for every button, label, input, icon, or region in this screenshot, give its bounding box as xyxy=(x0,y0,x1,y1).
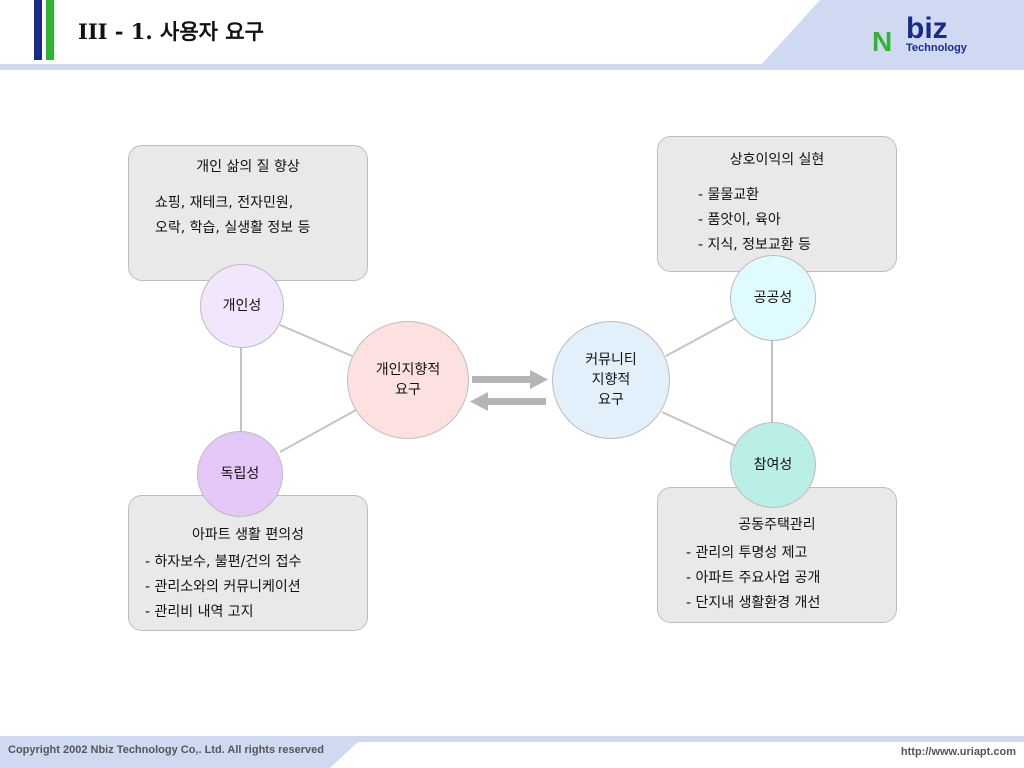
logo-n: N xyxy=(872,26,893,57)
box-housing-management-line: - 관리의 투명성 제고 xyxy=(686,545,808,561)
node-participation: 참여성 xyxy=(730,422,816,508)
node-participation-label: 참여성 xyxy=(753,457,793,473)
arrow-left-icon xyxy=(470,392,546,411)
header-accent-bar-green xyxy=(46,0,54,60)
box-personal-life-line: 쇼핑, 재테크, 전자민원, xyxy=(155,195,294,211)
nbiz-logo: N biz Technology xyxy=(872,12,982,60)
box-housing-management-title: 공동주택관리 xyxy=(738,517,816,533)
logo-biz: biz xyxy=(906,12,948,45)
footer-copyright: Copyright 2002 Nbiz Technology Co,. Ltd.… xyxy=(8,744,324,756)
box-mutual-benefit-title: 상호이익의 실현 xyxy=(729,152,825,168)
box-personal-life-title: 개인 삶의 질 향상 xyxy=(196,159,300,175)
box-housing-management-line: - 아파트 주요사업 공개 xyxy=(686,570,821,586)
box-personal-life: 개인 삶의 질 향상 쇼핑, 재테크, 전자민원, 오락, 학습, 실생활 정보… xyxy=(128,145,368,281)
box-apartment-convenience-line: - 하자보수, 불편/건의 접수 xyxy=(145,554,302,570)
header-accent-bar-blue xyxy=(34,0,42,60)
node-individual-oriented: 개인지향적 요구 xyxy=(347,321,469,439)
connector-community-participation xyxy=(661,411,737,447)
box-mutual-benefit-line: - 지식, 정보교환 등 xyxy=(698,237,812,253)
box-housing-management-line: - 단지내 생활환경 개선 xyxy=(686,595,821,611)
footer-rule xyxy=(0,736,1024,742)
page-title: III - 1. 사용자 요구 xyxy=(78,19,264,44)
node-personal-label: 개인성 xyxy=(222,298,262,314)
header-band-shape xyxy=(760,0,1024,66)
box-apartment-convenience-line: - 관리소와의 커뮤니케이션 xyxy=(145,579,301,595)
node-public-label: 공공성 xyxy=(753,290,793,306)
box-mutual-benefit: 상호이익의 실현 - 물물교환 - 품앗이, 육아 - 지식, 정보교환 등 xyxy=(657,136,897,272)
box-apartment-convenience: 아파트 생활 편의성 - 하자보수, 불편/건의 접수 - 관리소와의 커뮤니케… xyxy=(128,495,368,631)
footer-band-left xyxy=(0,740,360,768)
arrow-right-icon xyxy=(472,370,548,389)
node-community-oriented-label: 커뮤니티 지향적 요구 xyxy=(585,352,637,408)
box-apartment-convenience-line: - 관리비 내역 고지 xyxy=(145,604,254,620)
box-personal-life-line: 오락, 학습, 실생활 정보 등 xyxy=(155,220,311,236)
node-personal: 개인성 xyxy=(200,264,284,348)
footer-url: http://www.uriapt.com xyxy=(900,746,1016,758)
node-independence: 독립성 xyxy=(197,431,283,517)
box-housing-management: 공동주택관리 - 관리의 투명성 제고 - 아파트 주요사업 공개 - 단지내 … xyxy=(657,487,897,623)
connector-independence-center xyxy=(279,409,357,453)
box-apartment-convenience-title: 아파트 생활 편의성 xyxy=(192,527,304,543)
logo-subtitle: Technology xyxy=(906,42,967,54)
connector-personal-center xyxy=(279,324,353,357)
box-mutual-benefit-line: - 물물교환 xyxy=(698,187,760,203)
node-public: 공공성 xyxy=(730,255,816,341)
node-community-oriented: 커뮤니티 지향적 요구 xyxy=(552,321,670,439)
box-mutual-benefit-line: - 품앗이, 육아 xyxy=(698,212,781,228)
header-underline xyxy=(0,64,1024,70)
node-independence-label: 독립성 xyxy=(220,466,260,482)
node-individual-oriented-label: 개인지향적 요구 xyxy=(375,362,441,398)
connector-community-public xyxy=(665,317,737,357)
